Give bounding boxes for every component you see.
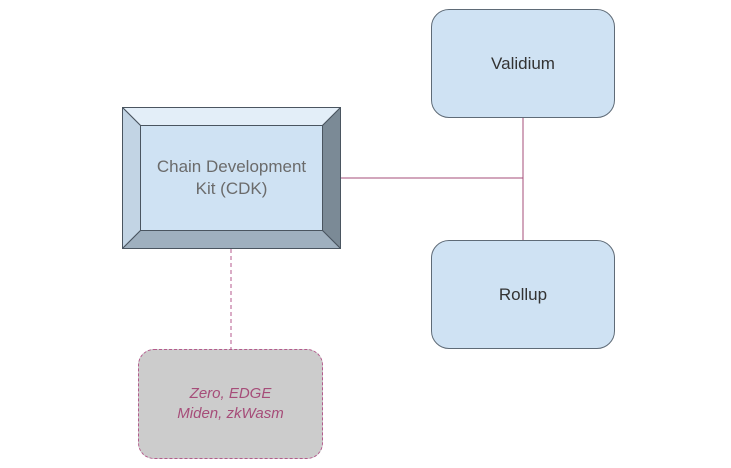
implementations-line-1: Zero, EDGE [189,385,272,402]
rollup-label: Rollup [498,284,548,304]
cdk-label-line-2: Kit (CDK) [195,179,268,198]
implementations-line-2: Miden, zkWasm [177,405,284,422]
validium-node[interactable]: Validium [431,9,615,118]
cdk-bevel-shape [122,107,341,249]
cdk-node[interactable]: Chain Development Kit (CDK) [122,107,341,249]
cdk-label-line-1: Chain Development [156,157,307,176]
implementations-node[interactable]: Zero, EDGE Miden, zkWasm [138,349,323,459]
rollup-node[interactable]: Rollup [431,240,615,349]
cdk-label: Chain Development Kit (CDK) [140,125,323,231]
validium-label: Validium [491,53,555,73]
